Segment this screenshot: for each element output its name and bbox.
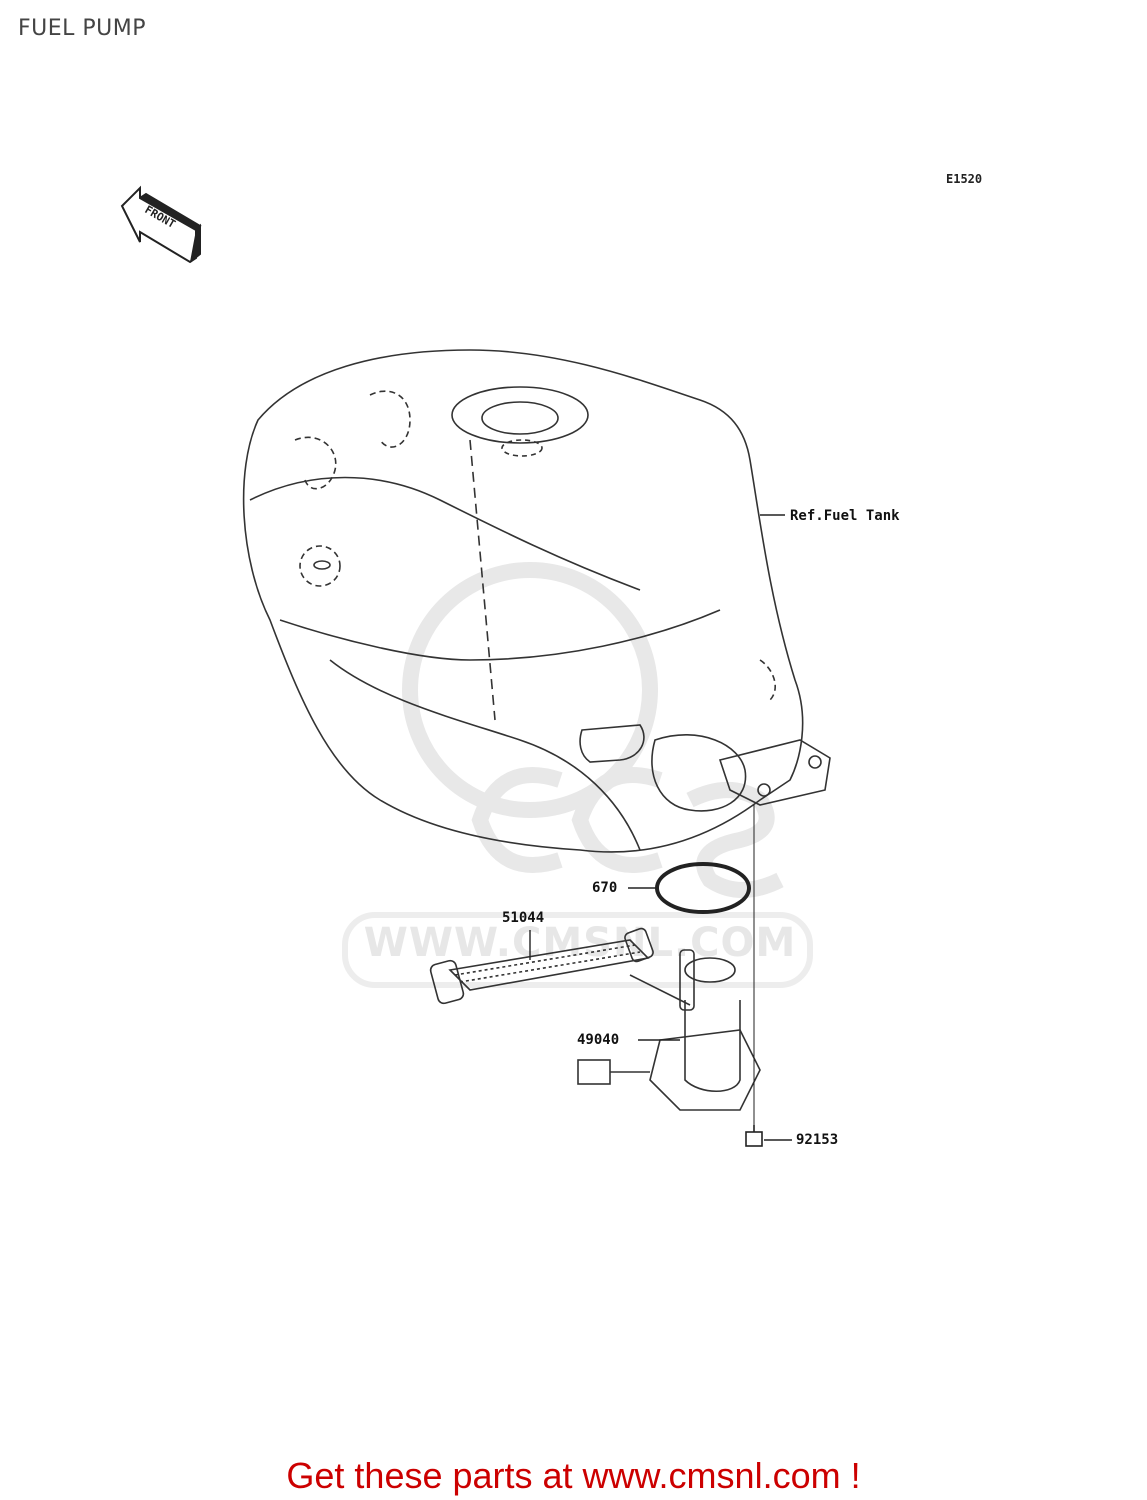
part-670-label[interactable]: 670	[592, 880, 618, 896]
fuel-pump-49040	[577, 949, 761, 1111]
watermark-logo	[402, 562, 784, 898]
part-92153-label[interactable]: 92153	[796, 1132, 839, 1148]
page-title: FUEL PUMP	[18, 16, 147, 41]
footer-cta-text[interactable]: Get these parts at www.cmsnl.com !	[286, 1455, 861, 1496]
bolt-92153	[745, 1125, 763, 1147]
footer-cta-link[interactable]: Get these parts at www.cmsnl.com !	[0, 1455, 1147, 1497]
front-arrow-icon: FRONT	[120, 185, 202, 264]
part-49040-label[interactable]: 49040	[577, 1032, 620, 1048]
ref-fuel-tank-label: Ref.Fuel Tank	[790, 508, 900, 524]
fuel-hose-51044	[429, 927, 654, 1005]
watermark-url: WWW.CMSNL.COM	[363, 920, 797, 966]
watermark-url-frame	[342, 912, 813, 988]
diagram-code: E1520	[946, 172, 983, 186]
fuel-tank-outline	[242, 349, 831, 853]
part-51044-label[interactable]: 51044	[502, 910, 545, 926]
leader-lines	[529, 514, 792, 1141]
